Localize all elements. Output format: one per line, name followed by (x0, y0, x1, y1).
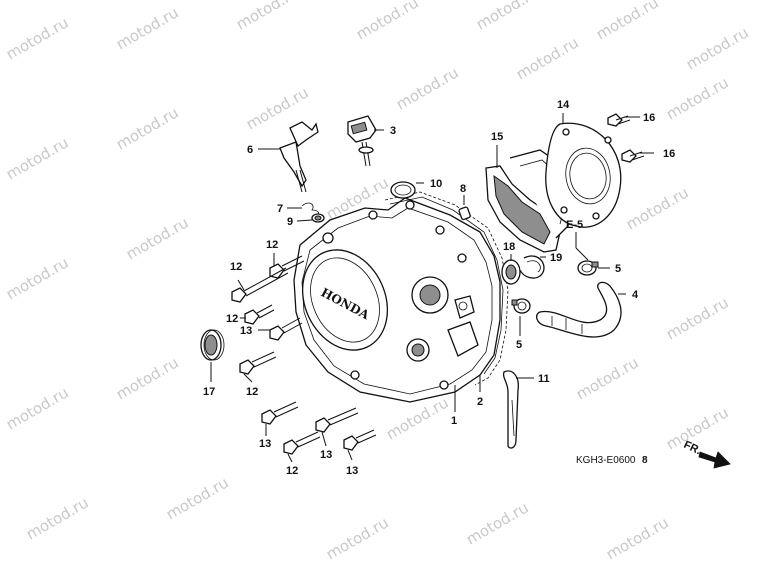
o-ring-part-10 (390, 181, 416, 199)
callout-18: 18 (503, 241, 515, 253)
bolt-part-13 (269, 317, 303, 341)
diagram-code-suffix: 8 (642, 455, 648, 466)
hose-clamp-part-5 (511, 298, 531, 314)
front-direction-indicator: FR. (682, 439, 731, 469)
section-reference: E-5 (566, 219, 583, 231)
watermark: motod.ru (473, 0, 542, 33)
callout-3: 3 (390, 125, 396, 137)
callout-7: 7 (277, 203, 283, 215)
washer-part-9 (311, 213, 325, 223)
watermark: motod.ru (323, 513, 392, 563)
diagram-code: KGH3-E0600 8 (576, 455, 648, 466)
watermark: motod.ru (113, 103, 182, 153)
dipstick-part-6 (279, 121, 319, 193)
watermark: motod.ru (593, 0, 662, 43)
separator-cover-part-14 (545, 122, 622, 228)
drain-tube-part-11 (502, 370, 519, 449)
callout-13: 13 (320, 449, 332, 461)
circlip-part-19 (519, 255, 545, 279)
bolt-part-16 (621, 149, 645, 163)
watermark: motod.ru (3, 383, 72, 433)
oil-filler-cap-part-3 (347, 115, 377, 167)
callout-12: 12 (230, 261, 242, 273)
callout-14: 14 (557, 99, 570, 111)
callout-5: 5 (516, 339, 522, 351)
seal-part-18 (501, 259, 521, 285)
watermark: motod.ru (603, 513, 672, 563)
watermark: motod.ru (113, 3, 182, 53)
callout-12: 12 (246, 386, 258, 398)
leader-lines (210, 113, 654, 463)
callout-13: 13 (346, 465, 358, 477)
callout-19: 19 (550, 252, 562, 264)
watermark: motod.ru (123, 213, 192, 263)
watermark: motod.ru (623, 183, 692, 233)
callout-17: 17 (203, 386, 215, 398)
callout-15: 15 (491, 131, 503, 143)
watermark: motod.ru (663, 293, 732, 343)
watermark: motod.ru (233, 0, 302, 33)
callout-5: 5 (615, 263, 621, 275)
bolt-part-12 (239, 351, 277, 375)
callout-4: 4 (632, 289, 639, 301)
watermark: motod.ru (113, 353, 182, 403)
callout-12: 12 (226, 313, 238, 325)
crankcase-cover-part-1: HONDA (293, 197, 501, 403)
watermark: motod.ru (573, 353, 642, 403)
watermark: motod.ru (23, 493, 92, 543)
watermark: motod.ru (683, 23, 752, 73)
callout-16: 16 (663, 148, 675, 160)
bolt-part-12 (244, 304, 275, 325)
watermark: motod.ru (353, 0, 422, 43)
watermark: motod.ru (513, 33, 582, 83)
callout-16: 16 (643, 112, 655, 124)
callout-13: 13 (240, 325, 252, 337)
dowel-pin-part-8 (458, 206, 471, 221)
callout-1: 1 (451, 415, 457, 427)
bolt-part-13 (343, 429, 377, 451)
watermark: motod.ru (463, 498, 532, 548)
front-arrow-icon (698, 451, 731, 469)
callout-labels: 1 2 3 4 5 5 6 7 8 9 10 11 12 12 12 12 12… (203, 99, 675, 477)
watermark: motod.ru (163, 473, 232, 523)
callout-8: 8 (460, 183, 466, 195)
watermark: motod.ru (663, 73, 732, 123)
callout-11: 11 (538, 373, 550, 385)
callout-9: 9 (287, 216, 293, 228)
oil-seal-part-17 (200, 329, 225, 361)
watermark: motod.ru (3, 13, 72, 63)
callout-10: 10 (430, 178, 442, 190)
bolt-part-13 (261, 401, 299, 425)
hose-clamp-part-5 (577, 260, 599, 276)
callout-2: 2 (477, 396, 483, 408)
watermark: motod.ru (393, 63, 462, 113)
callout-13: 13 (259, 438, 271, 450)
callout-12: 12 (286, 465, 298, 477)
watermark: motod.ru (3, 253, 72, 303)
bolt-part-13 (315, 407, 359, 433)
callout-6: 6 (247, 144, 253, 156)
watermark: motod.ru (3, 133, 72, 183)
bolt-part-12 (283, 431, 321, 455)
breather-hose-part-4 (535, 281, 622, 338)
diagram-code-text: KGH3-E0600 (576, 455, 636, 466)
bolt-part-16 (607, 113, 631, 127)
bolt-part-12 (231, 267, 289, 303)
callout-12: 12 (266, 239, 278, 251)
